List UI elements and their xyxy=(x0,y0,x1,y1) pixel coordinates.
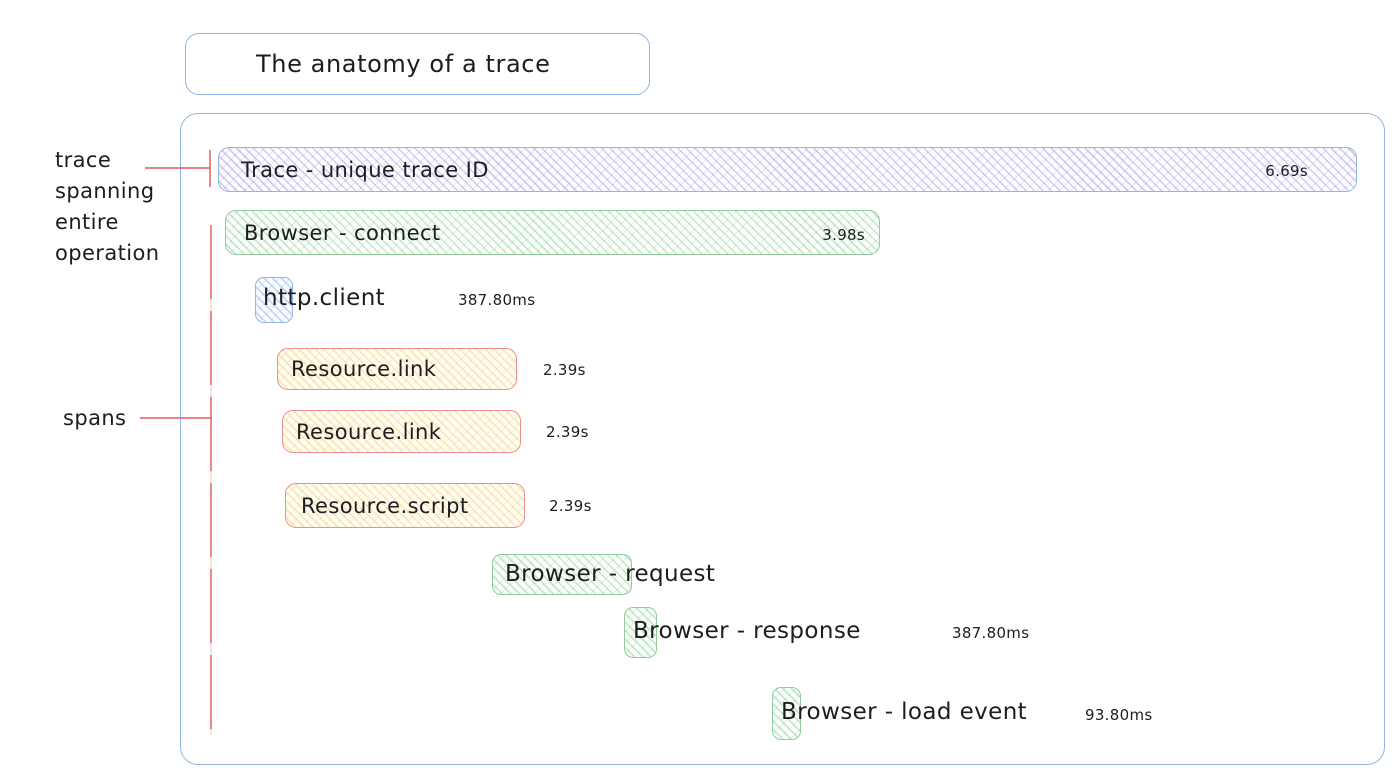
diagram-title: The anatomy of a trace xyxy=(256,50,551,78)
resource-link-1-span-duration: 2.39s xyxy=(543,361,586,379)
browser-response-span-bar xyxy=(624,607,657,658)
http-client-span-label: http.client xyxy=(263,285,386,311)
browser-load-event-span-bar xyxy=(772,687,801,740)
diagram-title-box: The anatomy of a trace xyxy=(185,33,650,95)
browser-response-span-duration: 387.80ms xyxy=(952,624,1030,642)
trace-pointer-tick xyxy=(209,150,211,187)
spans-bracket-line xyxy=(210,225,212,735)
resource-link-1-span-bar: Resource.link xyxy=(277,348,517,390)
trace-span-bar: Trace - unique trace ID 6.69s xyxy=(218,147,1357,192)
http-client-span-bar xyxy=(255,277,293,323)
spans-annotation-text: spans xyxy=(63,403,126,434)
browser-load-event-span-duration: 93.80ms xyxy=(1085,706,1153,724)
trace-span-duration: 6.69s xyxy=(1265,162,1308,180)
trace-annotation-line-4: operation xyxy=(55,241,160,265)
trace-span-label: Trace - unique trace ID xyxy=(241,157,489,182)
trace-annotation-line-1: trace xyxy=(55,148,112,172)
http-client-span-duration: 387.80ms xyxy=(458,291,536,309)
resource-script-span-bar: Resource.script xyxy=(285,483,525,528)
resource-script-span-duration: 2.39s xyxy=(549,497,592,515)
browser-connect-span-label: Browser - connect xyxy=(244,220,441,245)
trace-pointer-line xyxy=(145,167,210,169)
resource-link-1-span-label: Resource.link xyxy=(291,357,437,381)
spans-annotation-label: spans xyxy=(63,406,127,430)
browser-request-span-bar xyxy=(492,554,632,595)
browser-request-span-label: Browser - request xyxy=(505,561,716,587)
trace-annotation-line-2: spanning xyxy=(55,179,155,203)
trace-annotation-text: trace spanning entire operation xyxy=(55,145,159,269)
browser-response-span-label: Browser - response xyxy=(633,618,861,644)
spans-pointer-line xyxy=(140,417,212,419)
browser-connect-span-bar: Browser - connect 3.98s xyxy=(225,210,880,255)
browser-connect-span-duration: 3.98s xyxy=(822,226,865,244)
resource-link-2-span-label: Resource.link xyxy=(296,419,442,444)
trace-annotation-line-3: entire xyxy=(55,210,119,234)
browser-load-event-span-label: Browser - load event xyxy=(781,699,1028,725)
resource-link-2-span-duration: 2.39s xyxy=(546,423,589,441)
trace-container-frame xyxy=(180,113,1385,765)
resource-script-span-label: Resource.script xyxy=(301,493,469,518)
resource-link-2-span-bar: Resource.link xyxy=(282,410,521,453)
